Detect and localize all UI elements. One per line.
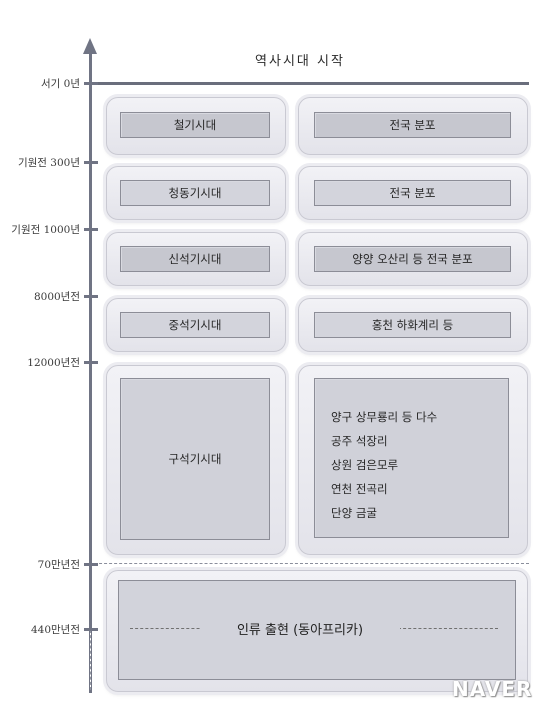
- distribution-box: 전국 분포: [298, 97, 528, 155]
- origin-dash-left: [130, 628, 220, 629]
- tick-mark: [84, 628, 98, 631]
- site-item: 연천 전곡리: [331, 482, 388, 496]
- axis-dashed-end: [90, 630, 91, 690]
- tick-mark: [84, 295, 98, 298]
- distribution-box: 양양 오산리 등 전국 분포: [298, 232, 528, 286]
- period-distribution: 전국 분포: [314, 180, 511, 206]
- history-start-title: 역사시대 시작: [255, 54, 345, 69]
- site-item: 양구 상무룡리 등 다수: [331, 410, 438, 424]
- tick-label: 8000년전: [33, 291, 80, 303]
- tick-label: 70만년전: [37, 559, 80, 571]
- tick-mark: [84, 161, 98, 164]
- tick-label: 기원전 1000년: [11, 224, 80, 236]
- period-box: 청동기시대: [106, 166, 286, 220]
- human-origin-label: 인류 출현 (동아프리카): [200, 619, 400, 638]
- period-distribution: 홍천 하화계리 등: [314, 312, 511, 338]
- site-item: 상원 검은모루: [331, 458, 399, 472]
- origin-dash-right: [398, 628, 498, 629]
- period-name: 철기시대: [120, 112, 270, 138]
- distribution-box: 양구 상무룡리 등 다수 공주 석장리 상원 검은모루 연천 전곡리 단양 금굴: [298, 365, 528, 555]
- tick-label: 12000년전: [27, 357, 80, 369]
- distribution-box: 홍천 하화계리 등: [298, 298, 528, 352]
- tick-label: 440만년전: [30, 624, 80, 636]
- timeline-axis: [89, 50, 92, 693]
- axis-arrow-icon: [83, 38, 97, 54]
- period-name: 신석기시대: [120, 246, 270, 272]
- distribution-box: 전국 분포: [298, 166, 528, 220]
- tick-label: 기원전 300년: [17, 157, 80, 169]
- tick-mark: [84, 563, 98, 566]
- period-name: 청동기시대: [120, 180, 270, 206]
- period-box: 신석기시대: [106, 232, 286, 286]
- era-divider-dashed-line: [89, 563, 529, 564]
- period-name: 중석기시대: [120, 312, 270, 338]
- tick-label: 서기 0년: [41, 78, 80, 90]
- period-name: 구석기시대: [120, 378, 270, 540]
- site-item: 단양 금굴: [331, 506, 377, 520]
- period-box: 철기시대: [106, 97, 286, 155]
- period-box: 구석기시대: [106, 365, 286, 555]
- tick-mark: [84, 228, 98, 231]
- site-item: 공주 석장리: [331, 434, 388, 448]
- naver-watermark: NAVER: [452, 677, 533, 701]
- period-distribution: 양양 오산리 등 전국 분포: [314, 246, 511, 272]
- history-start-line: [89, 82, 529, 85]
- site-list: 양구 상무룡리 등 다수 공주 석장리 상원 검은모루 연천 전곡리 단양 금굴: [314, 378, 509, 538]
- period-distribution: 전국 분포: [314, 112, 511, 138]
- tick-mark: [84, 361, 98, 364]
- tick-mark: [84, 82, 98, 85]
- period-box: 중석기시대: [106, 298, 286, 352]
